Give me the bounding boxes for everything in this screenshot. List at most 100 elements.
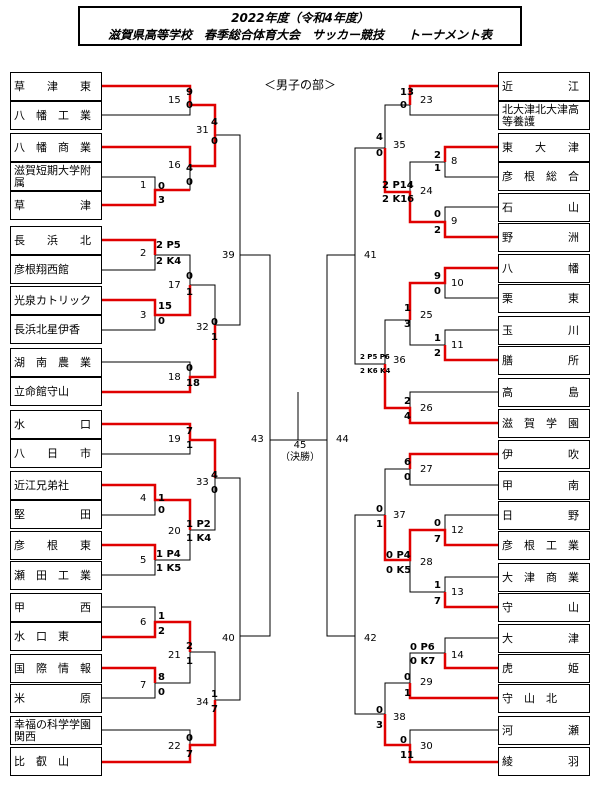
score: 0 <box>186 100 193 111</box>
match-number: 9 <box>451 216 458 227</box>
title-line-1: 2022年度（令和4年度） <box>231 11 369 25</box>
team-right-8: 栗 東 <box>498 284 590 313</box>
score: 2 <box>434 225 441 236</box>
score: 2 <box>158 626 165 637</box>
match-number: 36 <box>393 355 406 366</box>
match-number: 29 <box>420 677 433 688</box>
team-right-20: 虎 姫 <box>498 654 590 683</box>
score: 7 <box>186 426 193 437</box>
match-number: 35 <box>393 140 406 151</box>
score: 2 <box>404 396 411 407</box>
team-left-6: 長 浜 北 <box>10 226 102 255</box>
match-number: 23 <box>420 95 433 106</box>
score: 0 <box>211 317 218 328</box>
team-left-1: 草 津 東 <box>10 72 102 101</box>
score: 0 K5 <box>386 565 412 576</box>
score: 2 K6 K4 <box>360 367 391 375</box>
score: 0 <box>404 472 411 483</box>
score: 1 <box>158 611 165 622</box>
score: 7 <box>186 749 193 760</box>
score: 0 <box>186 271 193 282</box>
team-left-12: 水 口 <box>10 410 102 439</box>
match-number: 8 <box>451 156 458 167</box>
score: 2 <box>434 348 441 359</box>
score: 0 P6 <box>410 642 435 653</box>
score: 2 <box>434 150 441 161</box>
team-left-7: 彦根翔西館 <box>10 255 102 284</box>
score: 3 <box>404 319 411 330</box>
match-number: 17 <box>168 280 181 291</box>
team-right-4: 彦 根 総 合 <box>498 162 590 191</box>
score: 0 <box>400 100 407 111</box>
match-number: 13 <box>451 587 464 598</box>
match-number: 39 <box>222 250 235 261</box>
score: 2 <box>186 641 193 652</box>
score: 1 <box>404 303 411 314</box>
score: 1 <box>434 580 441 591</box>
match-number: 14 <box>451 650 464 661</box>
team-right-7: 八 幡 <box>498 254 590 283</box>
score: 0 <box>400 735 407 746</box>
score: 0 <box>434 209 441 220</box>
score: 13 <box>400 87 414 98</box>
final-label: （決勝） <box>280 452 320 463</box>
team-right-14: 甲 南 <box>498 471 590 500</box>
score: 4 <box>211 117 218 128</box>
score: 4 <box>211 470 218 481</box>
match-number: 26 <box>420 403 433 414</box>
score: 7 <box>211 704 218 715</box>
team-right-23: 綾 羽 <box>498 747 590 776</box>
match-number: 25 <box>420 310 433 321</box>
team-right-2: 北大津北大津高等養護 <box>498 101 590 130</box>
score: 18 <box>186 378 200 389</box>
match-number: 16 <box>168 160 181 171</box>
score: 7 <box>434 534 441 545</box>
score: 1 <box>434 333 441 344</box>
score: 1 <box>376 519 383 530</box>
team-left-8: 光泉カトリック <box>10 286 102 315</box>
match-number: 37 <box>393 510 406 521</box>
final-number: 45 <box>293 440 307 451</box>
score: 0 <box>434 286 441 297</box>
match-number: 18 <box>168 372 181 383</box>
team-right-18: 守 山 <box>498 593 590 622</box>
match-number: 2 <box>140 248 147 259</box>
score: 0 <box>404 672 411 683</box>
team-right-22: 河 瀬 <box>498 716 590 745</box>
team-right-5: 石 山 <box>498 193 590 222</box>
team-right-21: 守 山 北 <box>498 684 590 713</box>
score: 0 <box>158 505 165 516</box>
team-left-3: 八 幡 商 業 <box>10 133 102 162</box>
score: 1 <box>158 493 165 504</box>
team-right-10: 膳 所 <box>498 346 590 375</box>
match-number: 12 <box>451 525 464 536</box>
score: 15 <box>158 301 172 312</box>
team-left-16: 彦 根 東 <box>10 531 102 560</box>
score: 1 P4 <box>156 549 181 560</box>
score: 1 <box>211 689 218 700</box>
score: 1 <box>186 287 193 298</box>
match-number: 5 <box>140 555 147 566</box>
score: 8 <box>158 672 165 683</box>
team-left-9: 長浜北星伊香 <box>10 315 102 344</box>
team-left-22: 幸福の科学学園関西 <box>10 716 102 745</box>
team-right-6: 野 洲 <box>498 223 590 252</box>
score: 3 <box>376 720 383 731</box>
match-number: 40 <box>222 633 235 644</box>
score: 1 P2 <box>186 519 211 530</box>
team-left-2: 八 幡 工 業 <box>10 101 102 130</box>
score: 0 <box>211 485 218 496</box>
team-left-17: 瀬 田 工 業 <box>10 561 102 590</box>
match-number: 21 <box>168 650 181 661</box>
match-number: 7 <box>140 680 147 691</box>
score: 4 <box>186 163 193 174</box>
score: 1 <box>434 163 441 174</box>
match-number: 24 <box>420 186 433 197</box>
match-number: 3 <box>140 310 147 321</box>
team-left-23: 比 叡 山 <box>10 747 102 776</box>
final-match: 45 （決勝） <box>278 440 322 464</box>
score: 1 K5 <box>156 563 182 574</box>
team-left-4: 滋賀短期大学附属 <box>10 162 102 191</box>
title-line-2: 滋賀県高等学校 春季総合体育大会 サッカー競技 トーナメント表 <box>107 28 492 42</box>
score: 0 <box>186 733 193 744</box>
